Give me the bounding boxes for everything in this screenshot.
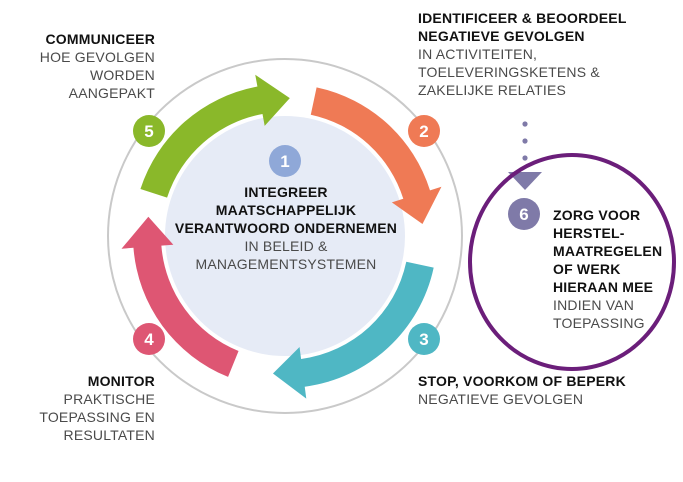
step-6-title-line-1: ZORG VOOR <box>553 207 641 223</box>
step-5-badge: 5 <box>133 115 165 147</box>
step-5-badge-circle <box>133 115 165 147</box>
step-1-detail-line-1: IN BELEID & <box>244 238 328 254</box>
connector-dot-3 <box>522 155 528 161</box>
step-6-title-line-4: OF WERK <box>553 261 621 277</box>
step-6-detail-line-2: TOEPASSING <box>553 315 645 331</box>
step-1-detail-line-2: MANAGEMENTSYSTEMEN <box>195 256 377 272</box>
arrow-step-2 <box>310 87 442 224</box>
arrow-step-3 <box>272 261 434 399</box>
arrow-step-5 <box>140 74 290 198</box>
outer-ring <box>107 58 463 414</box>
step-5-text: COMMUNICEER HOE GEVOLGEN WORDEN AANGEPAK… <box>20 30 155 102</box>
step-2-badge: 2 <box>408 115 440 147</box>
step-4-detail-line-3: RESULTATEN <box>63 427 155 443</box>
step-4-badge-circle <box>133 323 165 355</box>
step-6-title-line-5: HIERAAN MEE <box>553 279 654 295</box>
connector-dot-2 <box>522 138 528 144</box>
step-1-badge-circle <box>269 145 301 177</box>
step-3-badge-circle <box>408 323 440 355</box>
step-6-title-line-3: MAATREGELEN <box>553 243 663 259</box>
step-2-detail-line-3: ZAKELIJKE RELATIES <box>418 82 567 98</box>
step-6-badge: 6 <box>508 198 540 230</box>
step-3-detail-line-1: NEGATIEVE GEVOLGEN <box>418 391 584 407</box>
step-5-detail-line-1: HOE GEVOLGEN <box>39 49 155 65</box>
step-4-detail-line-2: TOEPASSING EN <box>39 409 155 425</box>
step-6-badge-circle <box>508 198 540 230</box>
connector-dot-1 <box>522 121 528 127</box>
arrow-step-4 <box>121 216 239 377</box>
step-1-number: 1 <box>280 152 289 171</box>
connector-triangle <box>508 172 542 190</box>
step-1-text: INTEGREER MAATSCHAPPELIJK VERANTWOORD ON… <box>170 183 402 273</box>
step-2-text: IDENTIFICEER & BEOORDEEL NEGATIEVE GEVOL… <box>418 9 668 99</box>
highlight-circle <box>468 153 676 371</box>
step-2-number: 2 <box>419 122 428 141</box>
step-4-badge: 4 <box>133 323 165 355</box>
step-2-title-line-1: IDENTIFICEER & BEOORDEEL <box>418 10 627 26</box>
step-4-title-line-1: MONITOR <box>87 373 155 389</box>
step-5-title-line-1: COMMUNICEER <box>45 31 155 47</box>
step-3-badge: 3 <box>408 323 440 355</box>
step-2-badge-circle <box>408 115 440 147</box>
step-4-text: MONITOR PRAKTISCHE TOEPASSING EN RESULTA… <box>20 372 155 444</box>
center-disc <box>165 116 405 356</box>
step-2-detail-line-1: IN ACTIVITEITEN, <box>418 46 538 62</box>
step-3-number: 3 <box>419 330 428 349</box>
step-5-number: 5 <box>144 122 153 141</box>
step-6-text: ZORG VOOR HERSTEL- MAATREGELEN OF WERK H… <box>553 206 673 332</box>
step-3-text: STOP, VOORKOM OF BEPERK NEGATIEVE GEVOLG… <box>418 372 668 408</box>
step-1-title-line-3: VERANTWOORD ONDERNEMEN <box>174 220 398 236</box>
step-1-badge: 1 <box>269 145 301 177</box>
step-5-detail-line-3: AANGEPAKT <box>68 85 155 101</box>
step-3-title-line-1: STOP, VOORKOM OF BEPERK <box>418 373 626 389</box>
step-2-detail-line-2: TOELEVERINGSKETENS & <box>418 64 600 80</box>
step-1-title-line-2: MAATSCHAPPELIJK <box>215 202 357 218</box>
step-4-number: 4 <box>144 330 154 349</box>
step-2-title-line-2: NEGATIEVE GEVOLGEN <box>418 28 585 44</box>
step-6-number: 6 <box>519 205 528 224</box>
step-4-detail-line-1: PRAKTISCHE <box>63 391 155 407</box>
step-1-title-line-1: INTEGREER <box>244 184 328 200</box>
step-5-detail-line-2: WORDEN <box>90 67 155 83</box>
step-6-title-line-2: HERSTEL- <box>553 225 625 241</box>
step-6-detail-line-1: INDIEN VAN <box>553 297 635 313</box>
